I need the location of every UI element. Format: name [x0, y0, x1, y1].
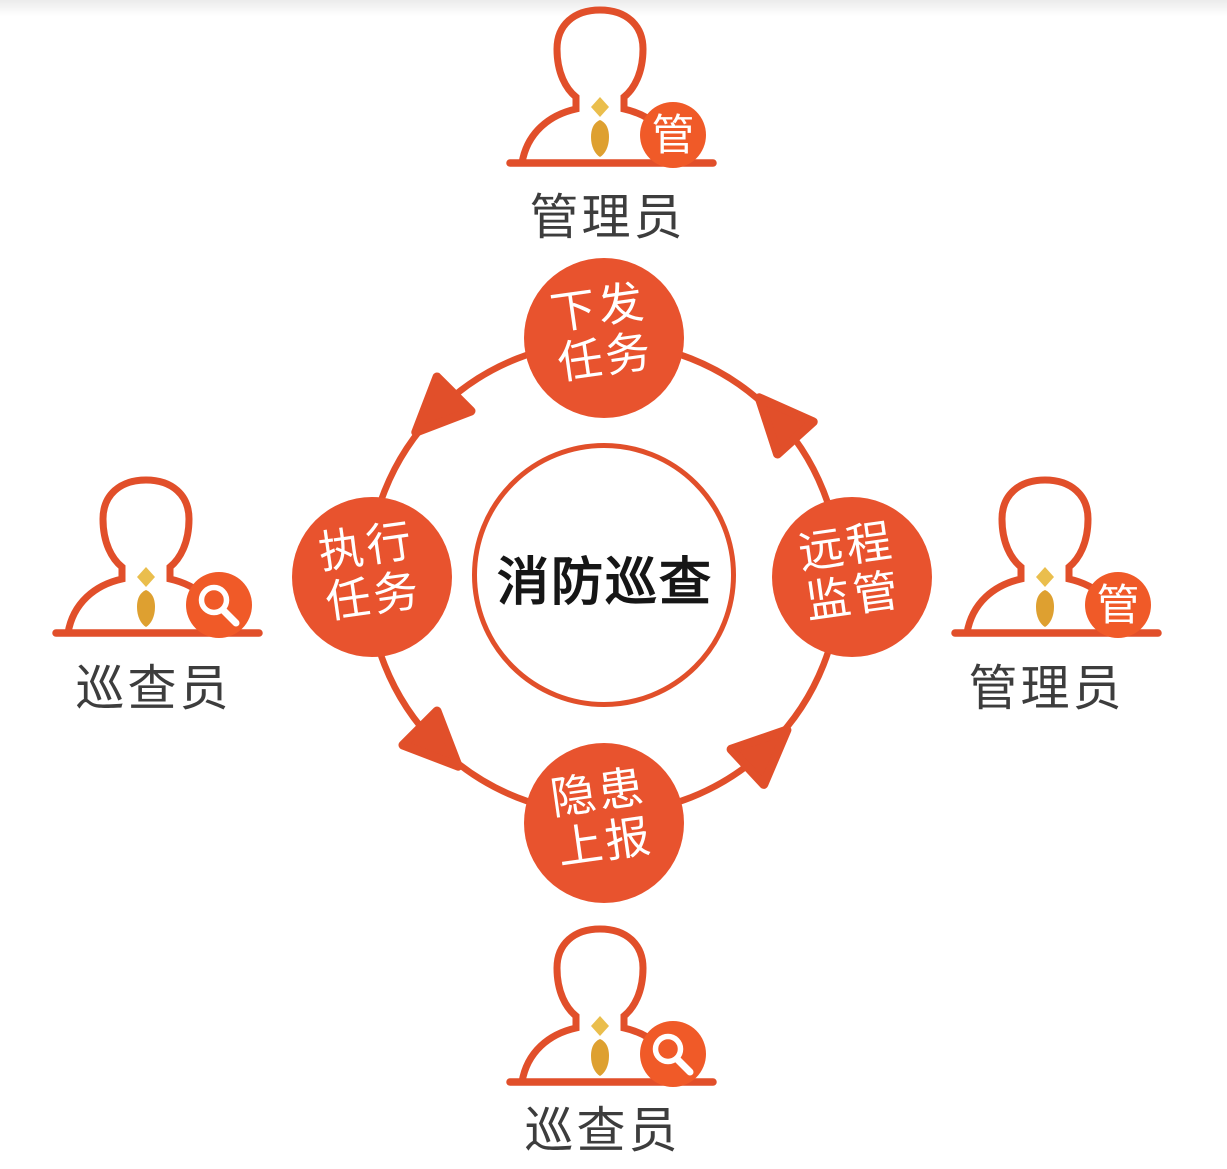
arrow-top-right [754, 393, 818, 459]
tie-knot [1036, 567, 1054, 587]
tie-knot [137, 567, 155, 587]
tie-blade [591, 120, 609, 157]
person-inspector-bottom [500, 910, 717, 1092]
magnifier-icon [198, 584, 240, 627]
node-remote-supervision-line2: 监管 [802, 564, 905, 628]
person-outline [64, 476, 228, 637]
tie-blade [137, 590, 155, 627]
person-outline [518, 6, 682, 167]
arrow-top-left [411, 372, 476, 437]
arrow-bottom-right [726, 725, 792, 789]
node-execute-task-line2: 任务 [322, 564, 425, 628]
center-title: 消防巡查 [496, 553, 713, 612]
label-admin-top: 管理员 [529, 191, 686, 245]
arrow-bottom-left [398, 706, 463, 771]
person-inspector-left [46, 461, 263, 643]
node-remote-supervision: 远程监管 [772, 497, 932, 657]
node-execute-task: 执行任务 [292, 497, 452, 657]
badge-circle [640, 1021, 706, 1087]
person-outline [963, 476, 1127, 637]
person-outline [518, 925, 682, 1086]
node-hazard-report: 隐患上报 [524, 743, 684, 903]
magnifier-icon [652, 1033, 694, 1076]
badge-admin-glyph: 管 [652, 112, 695, 160]
tie-knot [591, 97, 609, 117]
badge-circle [186, 572, 252, 638]
node-hazard-report-line2: 上报 [554, 810, 657, 874]
label-inspector-left: 巡查员 [75, 662, 232, 716]
center-circle: 消防巡查 [472, 443, 736, 707]
node-issue-task-line2: 任务 [554, 325, 657, 389]
label-admin-right: 管理员 [968, 662, 1125, 716]
badge-admin-glyph: 管 [1097, 582, 1140, 630]
person-admin-right: 管 [945, 461, 1162, 643]
badge-circle [640, 102, 706, 168]
badge-circle [1085, 572, 1151, 638]
tie-knot [591, 1016, 609, 1036]
tie-blade [1036, 590, 1054, 627]
node-issue-task: 下发任务 [524, 258, 684, 418]
person-admin-top: 管 [500, 0, 717, 173]
tie-blade [591, 1039, 609, 1076]
label-inspector-bottom: 巡查员 [524, 1104, 681, 1158]
